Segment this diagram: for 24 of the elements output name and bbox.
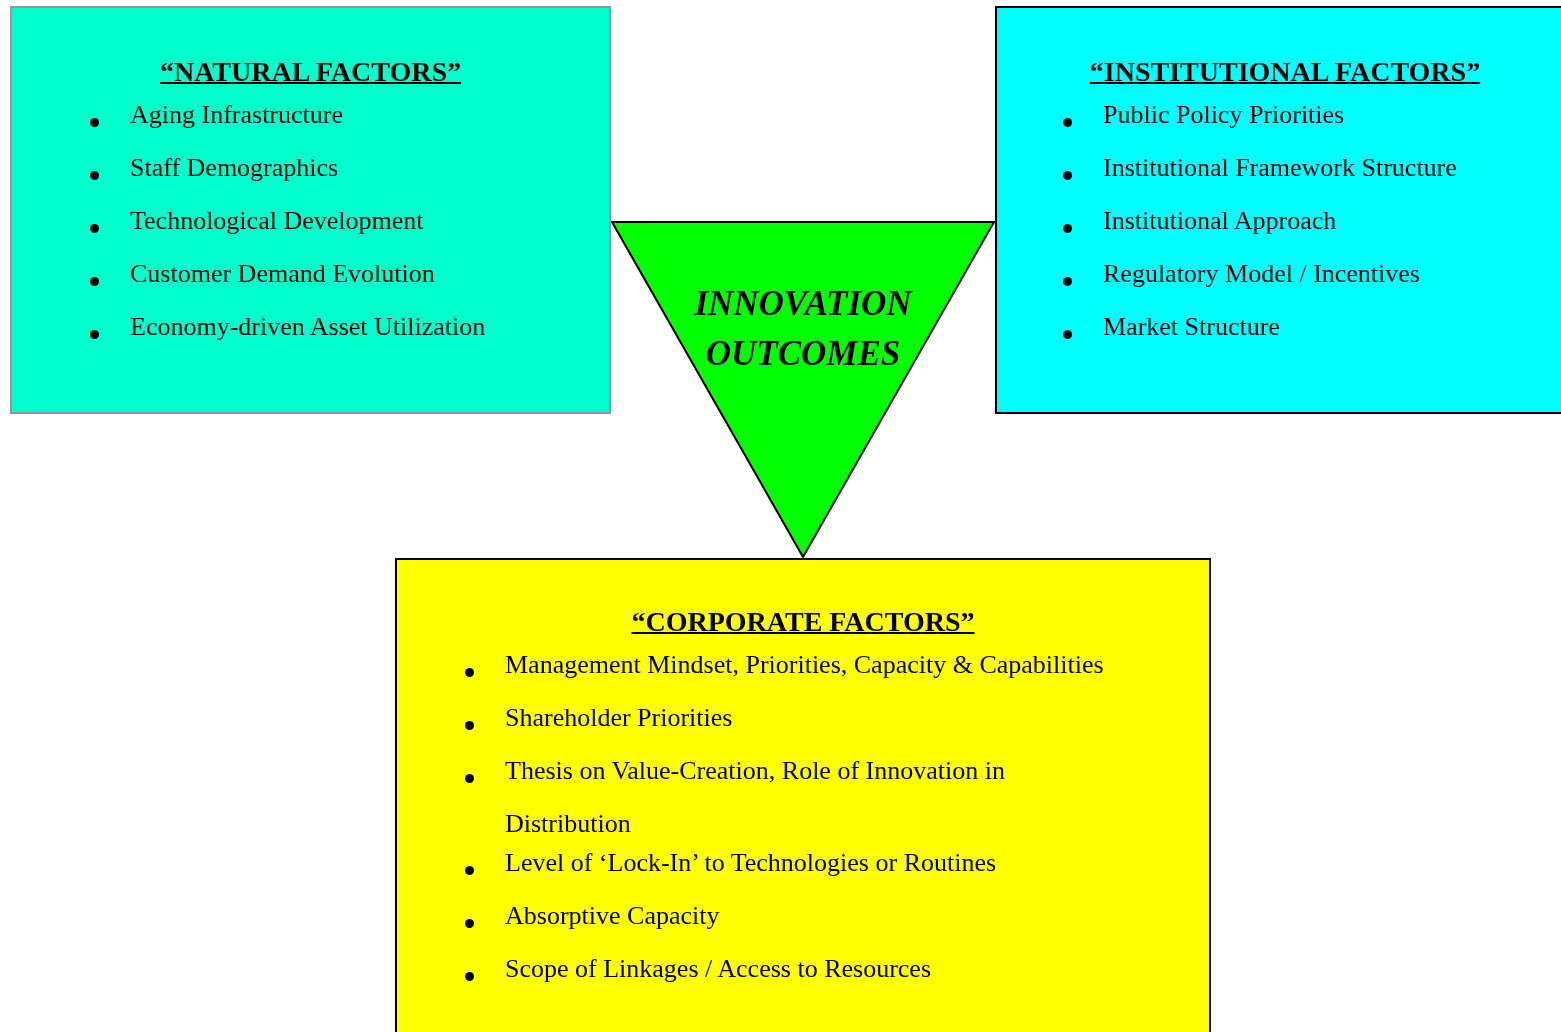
factor-box (995, 6, 1561, 414)
bullet-text: Institutional Framework Structure (1103, 152, 1457, 184)
box-heading: “NATURAL FACTORS” (159, 56, 461, 88)
bullet-text: Aging Infrastructure (130, 99, 343, 131)
bullet-text: Regulatory Model / Incentives (1103, 258, 1420, 290)
bullet-text: Scope of Linkages / Access to Resources (505, 953, 931, 985)
triangle-label: INNOVATION OUTCOMES (693, 283, 914, 375)
bullet-text: Level of ‘Lock-In’ to Technologies or Routines (505, 847, 997, 879)
factor-box (395, 558, 1211, 1032)
box-heading: “INSTITUTIONAL FACTORS” (1089, 56, 1481, 88)
triangle-shape (611, 221, 995, 558)
bullet-text: Public Policy Priorities (1103, 99, 1345, 131)
factor-box (10, 6, 611, 414)
bullet-text: Thesis on Value-Creation, Role of Innovation in Distribution (505, 755, 1006, 840)
bullet-text: Economy-driven Asset Utilization (130, 311, 486, 343)
bullet-text: Market Structure (1103, 311, 1280, 343)
bullet-text: Staff Demographics (130, 152, 339, 184)
bullet-text: Shareholder Priorities (505, 702, 733, 734)
bullet-text: Institutional Approach (1103, 205, 1337, 237)
bullet-text: Technological Development (130, 205, 424, 237)
box-heading: “CORPORATE FACTORS” (631, 606, 975, 638)
bullet-text: Absorptive Capacity (505, 900, 720, 932)
bullet-text: Customer Demand Evolution (130, 258, 435, 290)
bullet-text: Management Mindset, Priorities, Capacity & Capabilities (505, 649, 1104, 681)
